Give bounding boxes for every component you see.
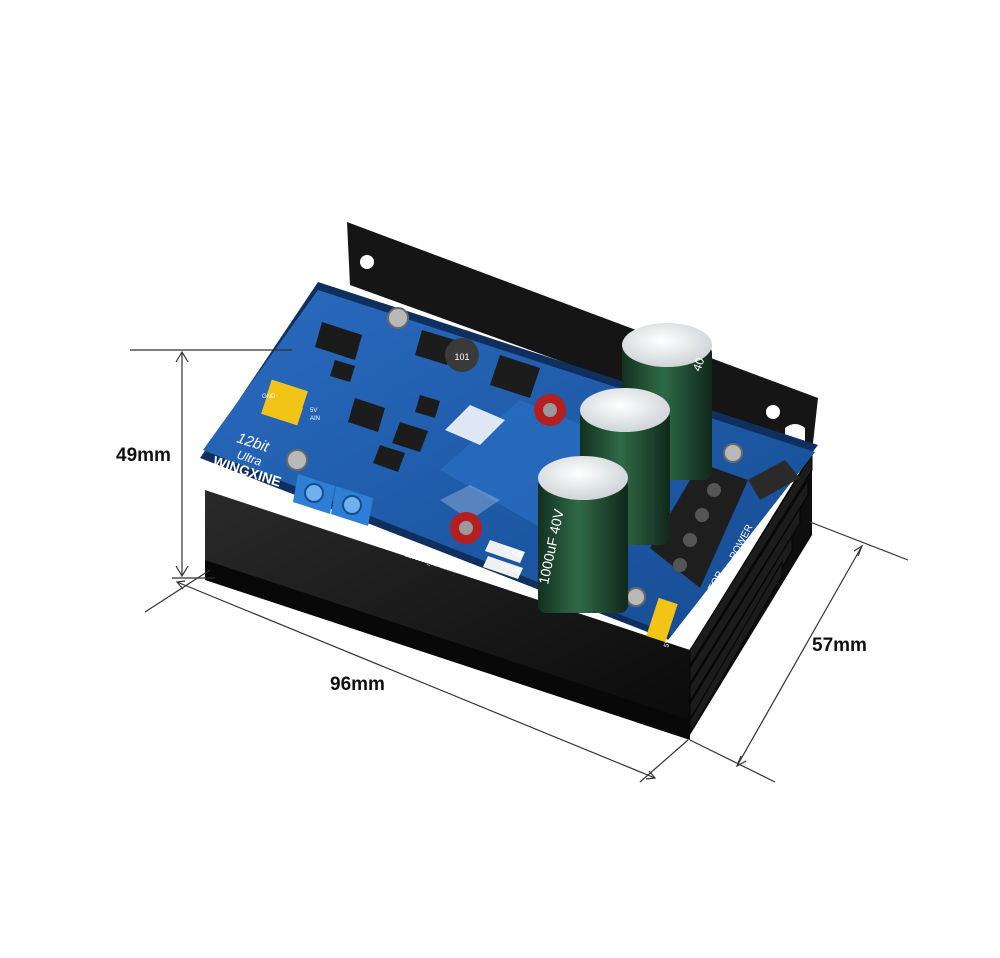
pin-label-5v-left: 5V bbox=[310, 408, 317, 414]
capacitor-back-label: 40 bbox=[690, 355, 708, 373]
pot-a-label: A bbox=[299, 511, 309, 524]
pin-label-in: IN bbox=[672, 632, 681, 641]
pin-header-left bbox=[261, 379, 308, 426]
width-dimension-label: 57mm bbox=[812, 635, 867, 656]
potentiometer-a bbox=[293, 474, 335, 514]
terminal-block bbox=[650, 460, 800, 588]
capacitor-front: 1000uF 40V bbox=[535, 456, 628, 613]
pcb-board: 101 R005 R005 bbox=[200, 282, 818, 649]
inductor-marking: 101 bbox=[454, 352, 469, 362]
length-dimension-label: 96mm bbox=[330, 674, 385, 695]
pin-label-5v: 5V bbox=[663, 638, 672, 649]
dip-switch bbox=[315, 322, 362, 360]
pin-label-ain: AIN bbox=[310, 416, 320, 422]
pin-label-gnd: GND bbox=[262, 394, 276, 400]
pin-label-gnd2: GND bbox=[681, 616, 692, 633]
dimension-height bbox=[130, 349, 292, 579]
mounting-screws bbox=[286, 307, 743, 607]
height-dimension-label: 49mm bbox=[116, 445, 171, 466]
pot-b-label: B bbox=[337, 523, 347, 536]
ic-chips bbox=[330, 330, 540, 472]
dimension-width bbox=[689, 521, 909, 783]
potentiometer-b bbox=[331, 486, 373, 526]
pin-header-right bbox=[646, 597, 678, 643]
dimension-length bbox=[144, 569, 689, 783]
